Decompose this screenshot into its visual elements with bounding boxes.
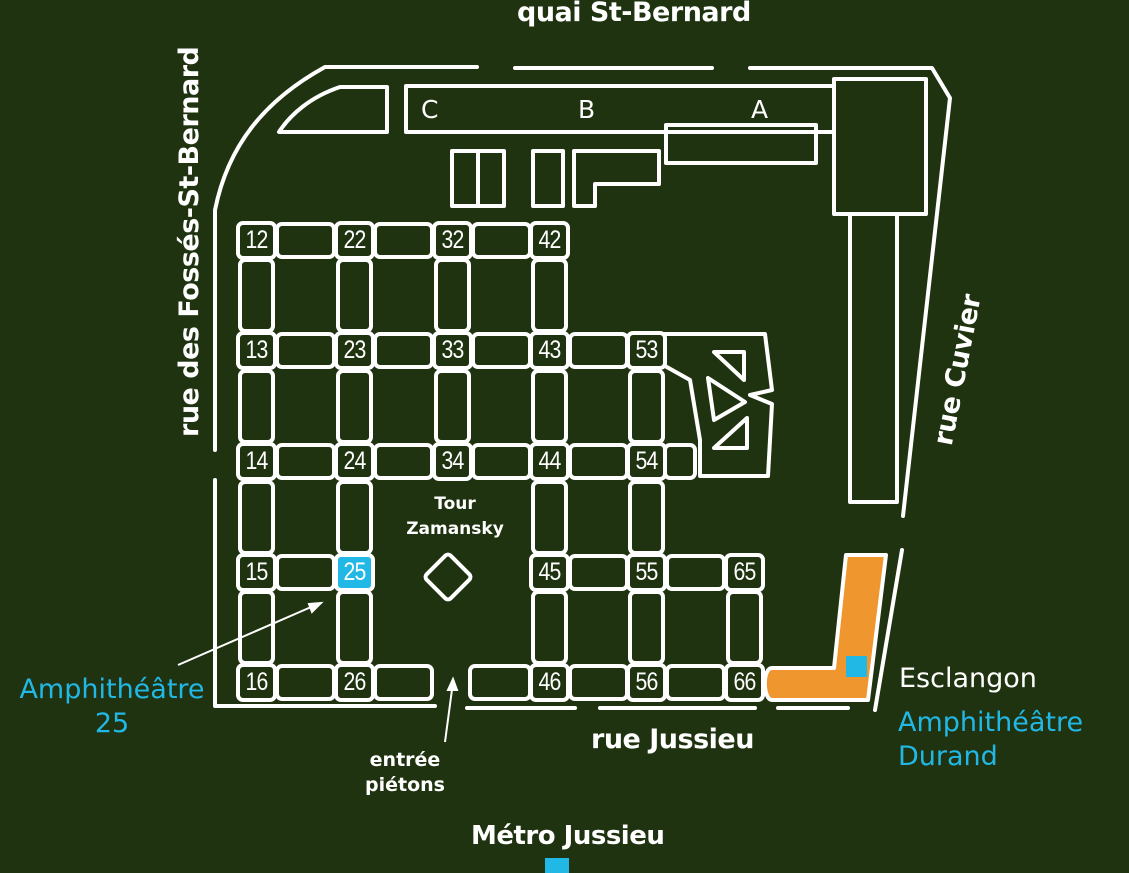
tour-zamansky-label: Tour Zamansky [406, 494, 504, 539]
building-l [572, 149, 661, 208]
tower-22: 22 [343, 226, 367, 254]
building-a-annex [664, 123, 818, 165]
tour-zamansky-shape [423, 552, 473, 602]
tower-45: 45 [538, 558, 562, 586]
esclangon-label: Esclangon [899, 663, 1037, 694]
tower-46: 46 [538, 668, 562, 696]
tower-53: 53 [635, 336, 659, 364]
street-quai-st-bernard: quai St-Bernard [517, 0, 751, 28]
tower-55: 55 [635, 558, 659, 586]
tower-42: 42 [538, 226, 562, 254]
tower-12: 12 [245, 226, 269, 254]
building-letter-c: C [421, 95, 439, 124]
street-rue-jussieu: rue Jussieu [591, 724, 754, 755]
tower-43: 43 [538, 336, 562, 364]
building-small-1 [450, 149, 480, 208]
outer-wall-east-lower [873, 548, 904, 712]
tower-33: 33 [441, 336, 465, 364]
tower-54: 54 [635, 447, 659, 475]
building-letter-b: B [578, 95, 596, 124]
tower-26: 26 [343, 668, 367, 696]
building-letter-a: A [751, 95, 769, 124]
street-rue-fosses-st-bernard: rue des Fossés-St-Bernard [174, 46, 205, 437]
tower-65: 65 [733, 558, 757, 586]
building-east-upper [832, 77, 928, 216]
tower-44: 44 [538, 447, 562, 475]
building-irregular [663, 332, 774, 478]
tower-25-highlight [334, 553, 375, 592]
tower-66: 66 [733, 668, 757, 696]
outer-wall-west-lower [213, 478, 437, 708]
amphitheatre-durand-label[interactable]: Amphithéâtre Durand [898, 707, 1084, 772]
outer-wall [213, 65, 479, 452]
tower-25[interactable]: 25 [343, 558, 367, 586]
entree-pietons-label: entrée piétons [365, 749, 445, 796]
amphitheatre-25-label[interactable]: Amphithéâtre 25 [19, 674, 205, 739]
tower-34: 34 [441, 447, 465, 475]
metro-jussieu-label[interactable]: Métro Jussieu [471, 821, 665, 851]
tower-32: 32 [441, 226, 465, 254]
building-small-3 [531, 149, 565, 208]
building-east-lower [848, 212, 899, 504]
tower-23: 23 [343, 336, 367, 364]
esclangon-building [762, 553, 888, 702]
tower-56: 56 [635, 668, 659, 696]
metro-marker [545, 858, 569, 873]
tower-13: 13 [245, 336, 269, 364]
building-small-2 [476, 149, 506, 208]
tower-14: 14 [245, 447, 269, 475]
tower-24: 24 [343, 447, 367, 475]
outer-wall-northeast [748, 66, 952, 518]
tower-15: 15 [245, 558, 269, 586]
durand-marker [846, 656, 867, 677]
building-c-curved [277, 85, 389, 134]
tower-16: 16 [245, 668, 269, 696]
